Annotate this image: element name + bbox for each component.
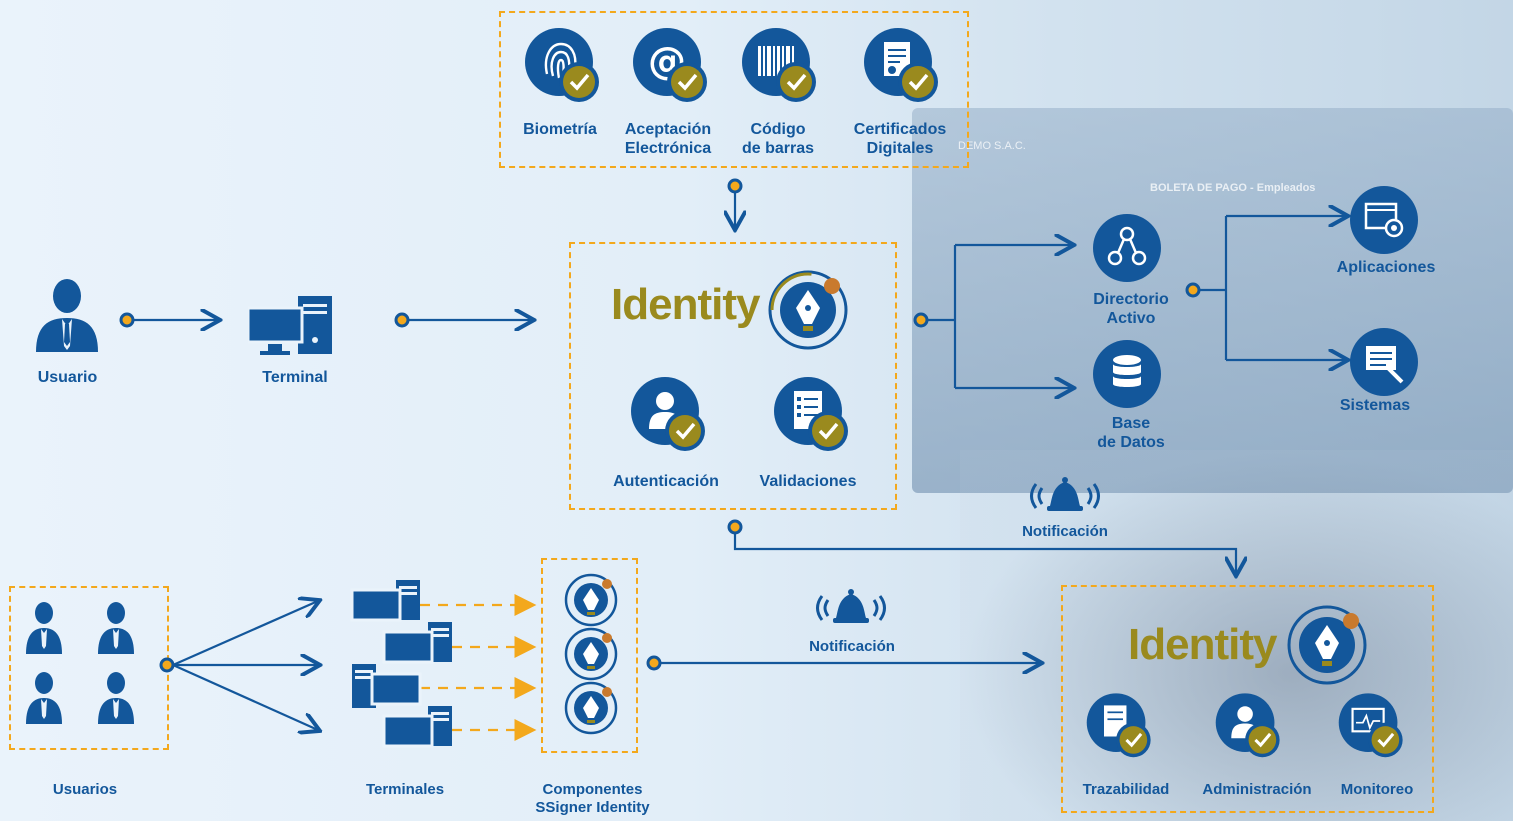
admin-pen-nib-logo-icon (1287, 605, 1367, 685)
user-icon (36, 279, 98, 352)
fingerprint-icon (525, 28, 599, 102)
payslip-company: DEMO S.A.C. (958, 140, 1026, 152)
bell-notification-icon (816, 589, 886, 623)
barcode-icon (742, 28, 816, 102)
method-label-codigo: Código de barras (741, 121, 815, 157)
database-label: Base de Datos (1097, 415, 1165, 451)
certificate-icon (864, 28, 938, 102)
identity-logo: Identity (611, 280, 760, 329)
systems-label: Sistemas (1339, 397, 1411, 414)
directory-label: Directorio Activo (1093, 291, 1169, 327)
terminal-label: Terminal (262, 369, 328, 386)
user-label: Usuario (37, 369, 98, 386)
background-payslip-panel (912, 108, 1513, 493)
traceability-label: Trazabilidad (1082, 781, 1170, 798)
method-label-certificados: Certificados Digitales (853, 121, 947, 157)
auth-label: Autenticación (613, 473, 719, 490)
methods-box (499, 11, 969, 168)
administration-label: Administración (1202, 781, 1312, 798)
app-settings-icon (1350, 186, 1418, 254)
at-sign-icon: @ (633, 28, 707, 102)
method-label-biometria: Biometría (523, 121, 597, 138)
background-payslip-document: DEMO S.A.C. BOLETA DE PAGO - Empleados (950, 130, 1490, 480)
traceability-icon (1086, 693, 1151, 758)
components-box (541, 558, 638, 753)
monitoring-label: Monitoreo (1340, 781, 1414, 798)
monitor-icon (1338, 693, 1403, 758)
apps-label: Aplicaciones (1336, 259, 1436, 276)
user-check-icon (631, 377, 705, 451)
users-group-icon (26, 602, 134, 724)
admin-panel-box (1061, 585, 1434, 813)
components-label: Componentes SSigner Identity (535, 781, 650, 816)
validations-label: Validaciones (759, 473, 857, 490)
method-label-aceptacion: Aceptación Electrónica (624, 121, 712, 157)
pen-nib-logo-icon (768, 270, 848, 350)
admin-icon (1215, 693, 1280, 758)
terminal-icon (248, 296, 332, 355)
systems-tools-icon (1350, 328, 1418, 396)
notification-label-bottom: Notificación (809, 638, 895, 655)
identity-core-box (569, 242, 897, 510)
component-icon (564, 573, 618, 735)
background-hand-photo (960, 450, 1513, 821)
bell-notification-icon (1030, 477, 1100, 511)
network-icon (1093, 214, 1161, 282)
terminals-label: Terminales (365, 781, 445, 798)
payslip-title: BOLETA DE PAGO - Empleados (1150, 182, 1316, 194)
admin-identity-logo: Identity (1128, 620, 1277, 669)
database-icon (1093, 340, 1161, 408)
users-label: Usuarios (52, 781, 118, 798)
checklist-icon (774, 377, 848, 451)
notification-label-top: Notificación (1022, 523, 1108, 540)
terminals-icon (350, 580, 452, 748)
